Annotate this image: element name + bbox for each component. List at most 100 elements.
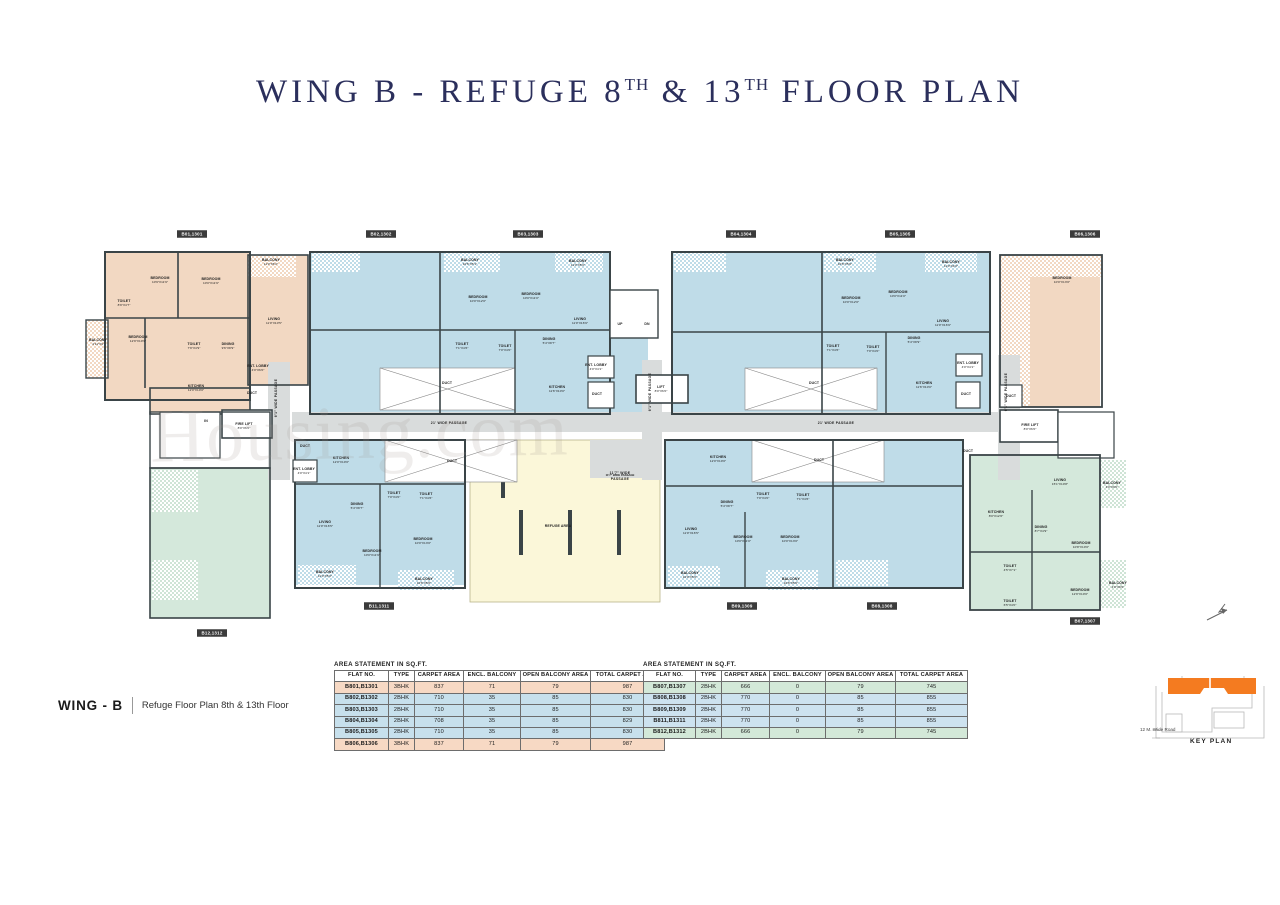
cell-value-5: 745 [895,726,968,740]
flat-badge: B08,1308 [867,602,897,610]
cell-value-1: 3BHK [388,738,415,751]
cell-flat-no: B802,B1302 [334,692,389,706]
room-dimension: 10'0"X5'0" [683,575,698,579]
room-name: KITCHEN [916,381,933,385]
room-dimension: 11'0"X16'5" [317,524,333,528]
room-name: BALCONY [836,258,855,262]
wing-subtitle: Refuge Floor Plan 8th & 13th Floor [141,700,289,711]
room-label: UP [617,322,623,326]
room-name: KITCHEN [988,510,1005,514]
room-name: FIRE LIFT [1021,423,1039,427]
room-name: DUCT [814,458,825,462]
room-dimension: 11'0"X10'5" [266,321,282,325]
cell-value-1: 2BHK [388,692,415,706]
cell-value-1: 2BHK [695,692,722,706]
room-name: DINING [222,342,235,346]
column-header-1: TYPE [388,669,415,683]
flat-badge: B03,1303 [513,230,543,238]
cell-value-1: 2BHK [388,704,415,717]
room-dimension: 10'0"X13'0" [415,541,431,545]
cell-value-5: 855 [895,692,968,706]
room-name: BALCONY [316,570,335,574]
svg-text:21' WIDE PASSAGE: 21' WIDE PASSAGE [431,421,468,425]
cell-value-1: 2BHK [388,726,415,740]
badge-text: B12,1312 [201,631,222,636]
room-dimension: 11'0"X5'0" [318,574,332,578]
room-name: BEDROOM [151,276,170,280]
column-header-2: CARPET AREA [414,669,464,683]
room-dimension: 4'0"X4'1" [590,367,603,371]
cell-value-5: 745 [895,681,968,694]
column-header-4: OPEN BALCONY AREA [825,669,896,683]
cell-value-3: 35 [463,704,521,717]
room-dimension: 6'5"X4'0" [1004,603,1017,607]
cell-value-2: 710 [414,692,464,706]
cell-value-2: 837 [414,738,464,751]
walls [85,251,1115,619]
room-dimension: 4'0"X9'0" [1106,485,1119,489]
room-dimension: 12'0"X10'0" [333,460,349,464]
column-header-2: CARPET AREA [721,669,770,683]
room-name: BEDROOM [414,537,433,541]
room-name: LIVING [319,520,331,524]
cell-flat-no: B803,B1303 [334,704,389,717]
title-pre: WING B - REFUGE 8 [255,74,625,110]
room-dimension: 11'6"X10'0" [549,389,565,393]
badge-text: B08,1308 [871,604,892,609]
room-name: DN [644,322,650,326]
room-label: DN [644,322,650,326]
room-name: DUCT [592,392,603,396]
cell-value-3: 0 [769,726,826,740]
room-dimension: 12'9"X10'0" [1072,592,1088,596]
room-dimension: 10'8"X10'0" [1073,545,1089,549]
room-label: REFUGE AREA [545,524,572,528]
cell-value-4: 85 [520,692,591,706]
room-name: TOILET [827,344,841,348]
cell-value-1: 2BHK [695,704,722,717]
room-dimension: 4'0"X6'0" [252,368,265,372]
column-header-0: FLAT NO. [334,669,389,683]
cell-value-1: 2BHK [695,726,722,740]
room-dimension: 5'4"X8'9" [908,340,921,344]
badge-background [727,602,757,610]
room-dimension: 4'11"X9' [92,342,104,346]
room-dimension: 8'0"X6'0" [1024,427,1037,431]
cell-value-2: 770 [721,692,770,706]
room-dimension: 12'0"X10'0" [188,388,204,392]
badge-text: B01,1301 [181,232,202,237]
cell-value-1: 2BHK [695,681,722,694]
flat-badge: B09,1309 [727,602,757,610]
room-name: FIRE LIFT [235,422,253,426]
cell-value-1: 2BHK [695,715,722,729]
room-name: BEDROOM [1053,276,1072,280]
room-label: DUCT [442,381,453,385]
room-name: LIVING [574,317,586,321]
room-dimension: 10'0"X13'0" [782,539,798,543]
room-name: BEDROOM [842,296,861,300]
cell-value-3: 35 [463,692,521,706]
room-label: 11'7" WIDE PASSAGE [606,473,635,477]
room-name: BEDROOM [1071,588,1090,592]
room-dimension: 10'0"X12'0" [843,300,859,304]
